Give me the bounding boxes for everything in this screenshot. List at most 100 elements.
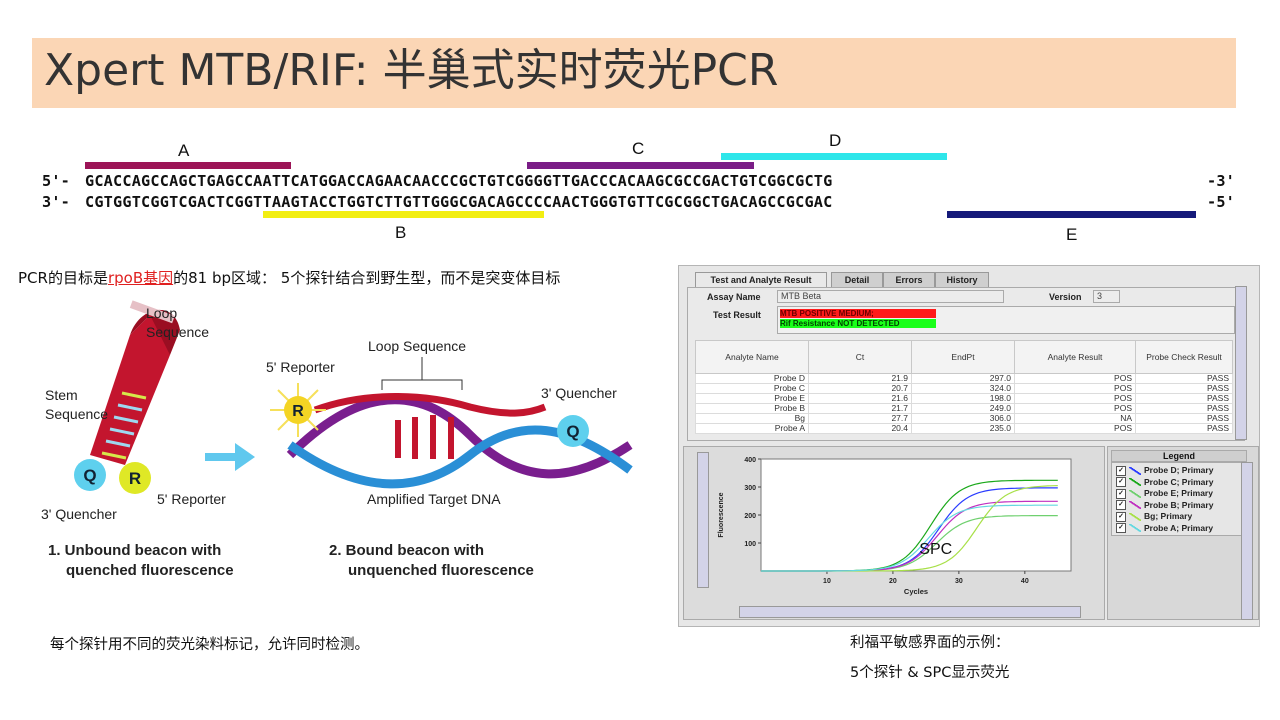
x-tick-label: 10 [823,578,831,585]
legend-checkbox[interactable]: ✓ [1116,511,1126,522]
table-scrollbar[interactable] [1235,286,1247,440]
table-cell: POS [1014,403,1136,414]
quencher-letter-1: Q [83,466,96,485]
probe-b-bar [263,211,544,218]
table-cell: 249.0 [911,403,1015,414]
table-cell: Probe C [695,383,809,394]
table-cell: POS [1014,393,1136,404]
page-title: Xpert MTB/RIF: 半巢式实时荧光PCR [44,45,779,96]
table-cell: POS [1014,383,1136,394]
tab-history[interactable]: History [935,272,989,287]
x-tick-label: 20 [889,578,897,585]
spc-label: SPC [919,541,952,558]
table-cell: 20.7 [808,383,912,394]
legend-item[interactable]: ✓Bg; Primary [1116,511,1192,522]
legend-checkbox[interactable]: ✓ [1116,488,1126,499]
chart-horizontal-slider[interactable] [739,606,1081,618]
table-cell: POS [1014,373,1136,384]
version-field: 3 [1093,290,1120,303]
col-probe-check: Probe Check Result [1135,340,1233,374]
reporter-circle-1 [119,462,151,494]
legend-title: Legend [1111,450,1247,462]
table-cell: Probe B [695,403,809,414]
test-result-mtb: MTB POSITIVE MEDIUM; [780,309,936,318]
hairpin-beacon-illustration [90,300,180,465]
table-cell: 20.4 [808,423,912,434]
col-analyte-result: Analyte Result [1014,340,1136,374]
legend-item[interactable]: ✓ Probe B; Primary [1116,500,1213,511]
loop-bracket [381,357,463,390]
legend-scrollbar[interactable] [1241,462,1253,620]
table-cell: 235.0 [911,423,1015,434]
step1-line1: 1. Unbound beacon with [48,542,222,559]
bound-beacon-strand [313,393,547,417]
legend-item[interactable]: ✓ Probe E; Primary [1116,488,1213,499]
legend-item[interactable]: ✓Probe D; Primary [1116,465,1213,476]
target-dna-strand-purple [286,395,633,479]
step2-line2: unquenched fluorescence [348,562,534,579]
assay-name-field: MTB Beta [777,290,1004,303]
interface-caption-1: 利福平敏感界面的示例： [850,635,1010,651]
seq-top-5prime: 5'- [42,172,71,190]
legend-label: Probe B; Primary [1144,499,1214,510]
legend-checkbox[interactable]: ✓ [1116,477,1126,488]
table-cell: 297.0 [911,373,1015,384]
step1-line2: quenched fluorescence [66,562,234,579]
seq-top-strand: GCACCAGCCAGCTGAGCCAATTCATGGACCAGAACAACCC… [85,172,833,190]
table-cell: Probe A [695,423,809,434]
table-cell: Bg [695,413,809,424]
table-cell: PASS [1135,403,1233,414]
y-tick-label: 400 [744,457,756,464]
dye-caption: 每个探针用不同的荧光染料标记，允许同时检测。 [50,637,369,653]
legend-checkbox[interactable]: ✓ [1116,500,1126,511]
title-banner [32,38,1236,108]
probe-c-label: C [632,139,645,158]
legend-list: ✓Probe D; Primary✓Probe C; Primary✓Probe… [1111,462,1247,536]
seq-bottom-3prime: 3'- [42,193,71,211]
amplified-target-label: Amplified Target DNA [367,491,501,507]
table-cell: PASS [1135,393,1233,404]
legend-checkbox[interactable]: ✓ [1116,465,1126,476]
probe-e-label: E [1066,225,1078,244]
assay-name-label: Assay Name [707,292,761,302]
x-axis-label: Cycles [904,587,928,596]
tab-errors[interactable]: Errors [883,272,935,287]
table-cell: 27.7 [808,413,912,424]
series-line [761,504,1058,572]
col-endpt: EndPt [911,340,1015,374]
legend-swatch [1129,466,1141,475]
genexpert-result-window: Test and Analyte Result Detail Errors Hi… [678,265,1260,627]
legend-item[interactable]: ✓Probe C; Primary [1116,477,1213,488]
table-cell: PASS [1135,413,1233,424]
step2-line1: 2. Bound beacon with [329,542,485,559]
tab-test-and-analyte-result[interactable]: Test and Analyte Result [695,272,827,287]
legend-item[interactable]: ✓Probe A; Primary [1116,523,1213,534]
table-cell: 21.6 [808,393,912,404]
probe-e-bar [947,211,1196,218]
probe-b-label: B [395,223,407,242]
legend-swatch [1129,501,1141,510]
chart-vertical-slider[interactable] [697,452,709,588]
loop-sequence-label-2: Loop Sequence [368,338,467,354]
probe-d-bar [721,153,947,160]
legend-checkbox[interactable]: ✓ [1116,523,1126,534]
reporter-letter-2: R [292,403,304,420]
x-tick-label: 40 [1021,578,1029,585]
tab-detail[interactable]: Detail [831,272,883,287]
test-result-label: Test Result [713,310,761,320]
quencher-label-1: 3' Quencher [41,506,117,522]
table-cell: 198.0 [911,393,1015,404]
rpob-gene-link[interactable]: rpoB基因 [107,269,174,287]
seq-bottom-strand: CGTGGTCGGTCGACTCGGTTAAGTACCTGGTCTTGTTGGG… [85,193,833,211]
table-cell: Probe D [695,373,809,384]
legend-label: Probe E; Primary [1144,488,1213,498]
table-cell: 21.7 [808,403,912,414]
y-axis-label: Fluorescence [718,492,725,537]
stem-sequence-label: Stem Sequence [45,387,109,422]
